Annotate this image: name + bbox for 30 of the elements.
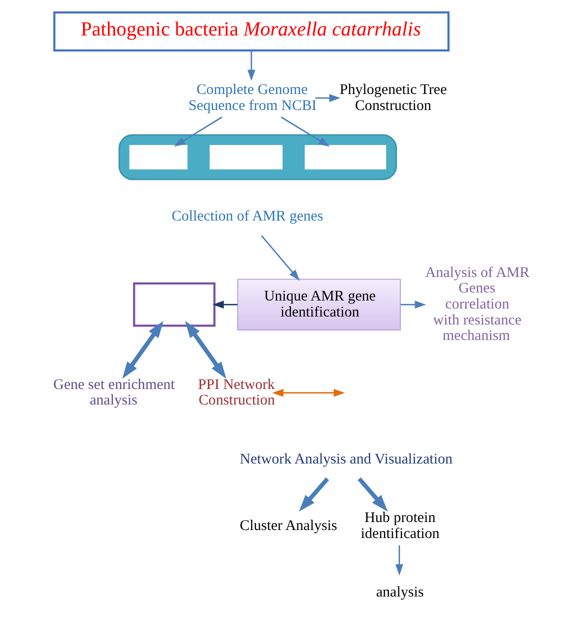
arrow — [394, 545, 403, 576]
node-box — [209, 145, 282, 170]
arrow — [272, 388, 344, 397]
node-text: Complete Genome Sequence from NCBI — [188, 82, 316, 114]
node-box — [132, 282, 215, 327]
arrow — [122, 320, 163, 379]
arrow — [246, 50, 255, 81]
node-box — [128, 145, 187, 170]
node-text: Network Analysis and Visualization — [239, 451, 452, 468]
node-text: Collection of AMR genes — [171, 208, 323, 224]
arrow — [173, 116, 222, 147]
node-box: Unique AMR gene identification — [236, 278, 400, 330]
arrow — [184, 320, 226, 379]
node-box: Pathogenic bacteria Moraxella catarrhalis — [52, 11, 450, 52]
arrow — [260, 235, 300, 281]
node-text: Cluster Analysis — [239, 518, 337, 534]
arrow — [212, 300, 238, 309]
node-text: Hub protein identification — [360, 510, 440, 542]
node-text: PPI Network Construction — [198, 376, 274, 409]
node-box — [304, 145, 386, 170]
node-text: analysis — [376, 584, 424, 600]
arrow — [314, 94, 340, 102]
arrow — [357, 477, 388, 512]
node-text: Gene set enrichment analysis — [52, 376, 174, 409]
arrow — [298, 477, 329, 512]
node-text: Phylogenetic Tree Construction — [339, 82, 446, 114]
arrow — [400, 300, 426, 309]
node-text: Analysis of AMR Genes correlation with resistance mechanism — [424, 264, 530, 344]
arrow — [280, 116, 330, 147]
cluster — [118, 134, 396, 180]
